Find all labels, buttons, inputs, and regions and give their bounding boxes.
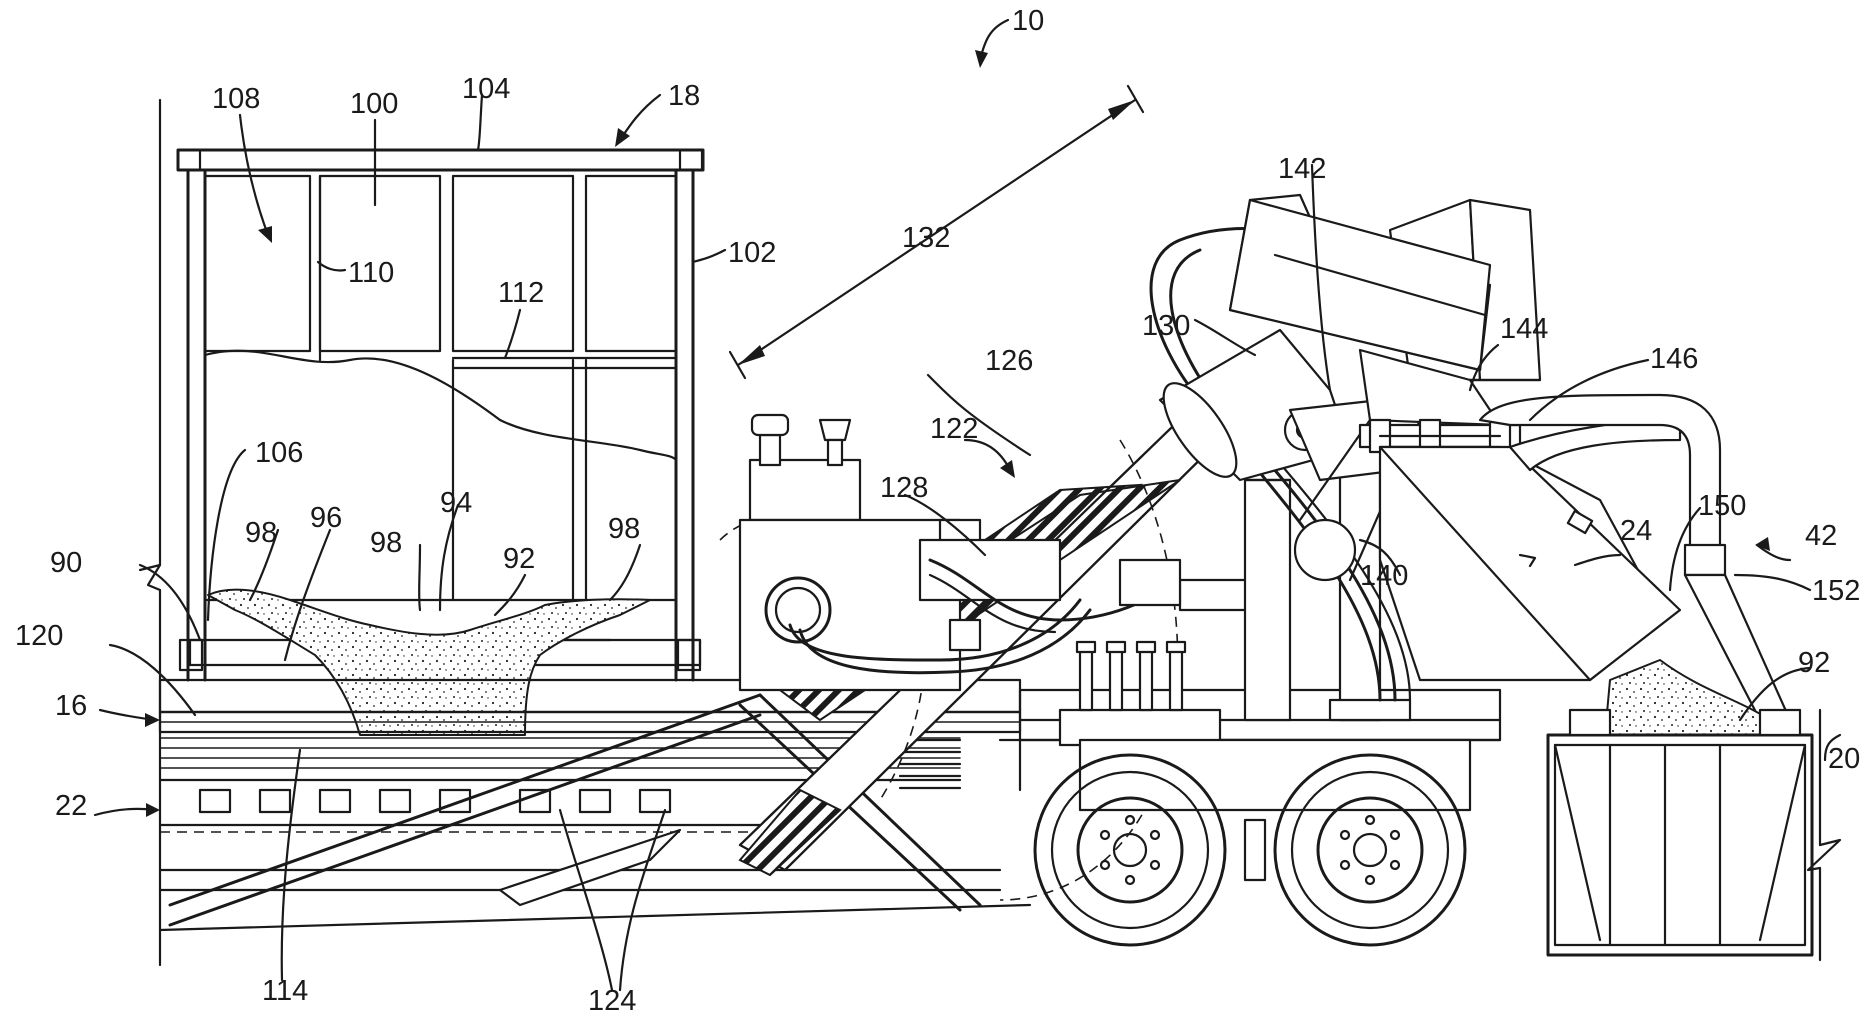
label-42: 42 [1805, 520, 1837, 552]
label-96: 96 [310, 502, 342, 534]
label-90: 90 [50, 547, 82, 579]
label-132: 132 [902, 222, 950, 254]
label-114: 114 [262, 975, 308, 1007]
left-break-line [138, 98, 162, 967]
wheel-rear [1243, 753, 1467, 947]
label-92b: 92 [1798, 647, 1830, 679]
label-126: 126 [985, 345, 1033, 377]
label-98a: 98 [245, 517, 277, 549]
label-18: 18 [668, 80, 700, 112]
label-92a: 92 [503, 543, 535, 575]
reference-labels: 10 18 104 100 108 110 102 112 132 142 13… [15, 5, 1860, 1016]
label-22: 22 [55, 790, 87, 822]
proppant-pile [207, 588, 651, 736]
upper-hopper [1228, 193, 1542, 454]
label-104: 104 [462, 73, 510, 105]
label-98c: 98 [608, 513, 640, 545]
label-140: 140 [1360, 560, 1408, 592]
label-10: 10 [1012, 5, 1044, 37]
label-112: 112 [498, 277, 544, 309]
wheel-front [1033, 738, 1472, 947]
discharge-tower [1149, 227, 1422, 722]
label-152: 152 [1812, 575, 1860, 607]
label-24: 24 [1620, 515, 1652, 547]
label-124: 124 [588, 985, 636, 1016]
label-146: 146 [1650, 343, 1698, 375]
label-20: 20 [1828, 743, 1860, 775]
label-150: 150 [1698, 490, 1746, 522]
label-94: 94 [440, 487, 472, 519]
trailer-chassis [158, 678, 1502, 932]
leader-lines [93, 18, 1842, 992]
dimension-132 [728, 84, 1145, 380]
label-100: 100 [350, 88, 398, 120]
discharge-chute [1378, 393, 1792, 722]
label-142: 142 [1278, 153, 1326, 185]
label-102: 102 [728, 237, 776, 269]
label-120: 120 [15, 620, 63, 652]
conveyor-rollers [198, 788, 672, 814]
valve-levers [1075, 640, 1187, 712]
label-130: 130 [1142, 310, 1190, 342]
label-106: 106 [255, 437, 303, 469]
label-122: 122 [930, 413, 978, 445]
label-16: 16 [55, 690, 87, 722]
label-108: 108 [212, 83, 260, 115]
label-128: 128 [880, 472, 928, 504]
label-144: 144 [1500, 313, 1548, 345]
label-110: 110 [348, 257, 394, 289]
label-98b: 98 [370, 527, 402, 559]
blender-bin-20 [1546, 708, 1842, 962]
